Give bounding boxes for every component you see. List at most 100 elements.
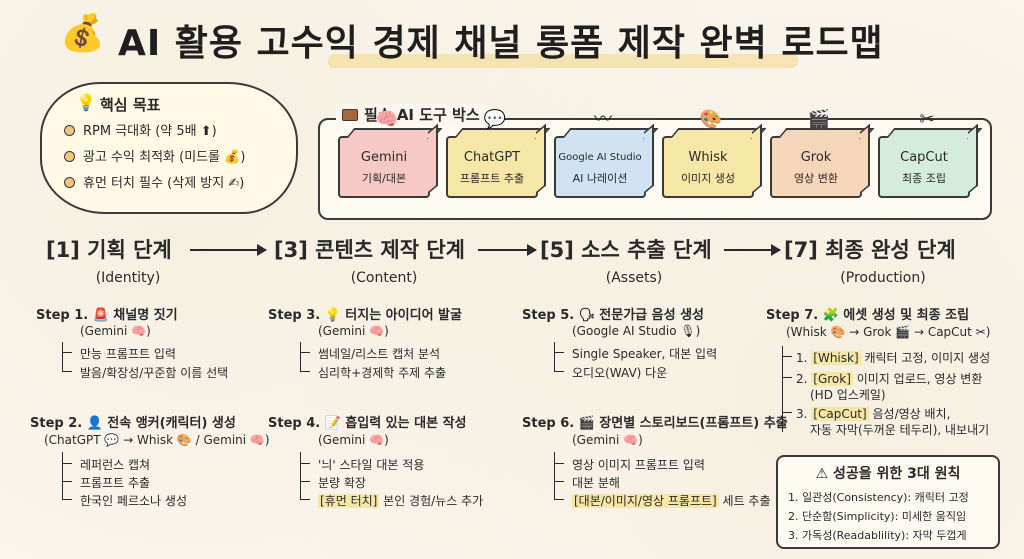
item-text: 캐릭터 고정, 이미지 생성 — [860, 351, 991, 365]
stage-arrow — [724, 244, 781, 256]
tool-role: AI 나레이션 — [572, 172, 628, 185]
stage-subtitle: (Content) — [350, 270, 418, 286]
tree-branch — [300, 499, 310, 500]
cube-side — [860, 123, 870, 194]
briefcase-icon — [342, 109, 358, 121]
stage-arrow — [190, 244, 267, 256]
step-name: 채널명 짓기 — [113, 308, 178, 323]
step-5-line: 오디오(WAV) 다운 — [572, 366, 668, 380]
tool-name: Grok — [800, 150, 832, 165]
speech-bubble-icon: 💬 — [483, 109, 507, 130]
tool-name: ChatGPT — [463, 150, 521, 165]
item-number: 3. — [796, 407, 808, 421]
tree-branch — [300, 371, 310, 372]
principle-item: 2. 단순함(Simplicity): 미세한 움직임 — [788, 510, 967, 523]
step-name: 에셋 생성 및 최종 조립 — [843, 308, 970, 323]
step-2-tool: (ChatGPT 💬 → Whisk 🎨 / Gemini 🧠) — [44, 433, 270, 447]
tool-card-gemini: 🧠 Gemini 기획/대본 — [338, 109, 443, 198]
step-2-title: Step 2. 👤 전속 앵커(캐릭터) 생성 — [30, 412, 236, 431]
principles-title: ⚠ 성공을 위한 3대 원칙 — [778, 463, 998, 483]
step-6-line: 영상 이미지 프롬프트 입력 — [572, 458, 705, 472]
stage-title: [1] 기획 단계 — [46, 238, 172, 262]
step-4-line: 분량 확장 — [318, 476, 366, 490]
tool-name: Gemini — [360, 150, 408, 165]
tree-branch — [782, 412, 792, 413]
tree-branch — [300, 481, 310, 482]
step-7-item: 1. [Whisk] 캐릭터 고정, 이미지 생성 — [796, 349, 990, 366]
tool-role: 이미지 생성 — [680, 172, 736, 185]
warning-icon: ⚠ — [815, 466, 829, 482]
item-number: 2. — [796, 372, 808, 386]
stage-arrow — [478, 244, 537, 256]
tree-branch — [62, 499, 72, 500]
speaking-head-icon: 🗣 — [578, 308, 596, 323]
highlight-tag: [대본/이미지/영상 프롬프트] — [572, 494, 719, 508]
step-6-line-text: 세트 추출 — [718, 494, 771, 508]
sound-wave-icon: 〰 — [594, 109, 612, 130]
step-1-line: 발음/확장성/꾸준함 이름 선택 — [80, 366, 229, 380]
item-number: 1. — [796, 351, 808, 365]
step-7-item: 3. [CapCut] 음성/영상 배치, — [796, 405, 950, 422]
step-label: Step 3. — [268, 308, 321, 323]
clapperboard-icon: 🎬 — [807, 109, 831, 130]
step-3-tool: (Gemini 🧠) — [318, 324, 389, 338]
tree-branch — [62, 371, 72, 372]
step-6-line: [대본/이미지/영상 프롬프트] 세트 추출 — [572, 492, 771, 509]
tool-role: 영상 변환 — [794, 172, 838, 185]
person-icon: 👤 — [86, 416, 103, 431]
step-name: 전문가급 음성 생성 — [599, 308, 705, 323]
tool-role: 최종 조립 — [902, 172, 946, 185]
cube-side — [752, 123, 762, 194]
goal-item: 휴먼 터치 필수 (삭제 방지 ✍) — [64, 172, 244, 191]
step-6-title: Step 6. 🎬 장면별 스토리보드(프롬프트) 추출 — [522, 412, 788, 431]
tree-branch — [62, 352, 72, 353]
step-2-line: 프롬프트 추출 — [80, 476, 151, 490]
step-label: Step 2. — [30, 416, 83, 431]
step-7-title: Step 7. 🧩 에셋 생성 및 최종 조립 — [766, 304, 969, 323]
step-1-line: 만능 프롬프트 입력 — [80, 347, 176, 361]
memo-icon: 📝 — [324, 416, 341, 431]
lightbulb-icon: 💡 — [76, 93, 96, 112]
item-text: 음성/영상 배치, — [868, 407, 951, 421]
step-4-line-text: 본인 경험/뉴스 추가 — [379, 494, 484, 508]
tool-role: 프롬프트 추출 — [459, 172, 525, 185]
title-bar: 💰 AI 활용 고수익 경제 채널 롱폼 제작 완벽 로드맵 — [60, 8, 960, 70]
tree-line — [554, 452, 555, 500]
step-1-title: Step 1. 🚨 채널명 짓기 — [36, 304, 178, 323]
tool-card-chatgpt: 💬 ChatGPT 프롬프트 추출 — [446, 109, 551, 198]
siren-icon: 🚨 — [92, 308, 109, 323]
item-text: 이미지 업로드, 영상 변환 — [852, 372, 983, 386]
tool-role: 기획/대본 — [361, 172, 407, 185]
step-label: Step 7. — [766, 308, 819, 323]
highlight-tag: [휴먼 터치] — [318, 494, 380, 508]
principle-item: 3. 가독성(Readablility): 자막 두껍게 — [788, 529, 967, 542]
step-5-title: Step 5. 🗣 전문가급 음성 생성 — [522, 304, 704, 323]
stage-title: [7] 최종 완성 단계 — [784, 238, 956, 262]
tool-card-capcut: ✂ CapCut 최종 조립 — [878, 109, 983, 198]
step-label: Step 4. — [268, 416, 321, 431]
tool-name: Whisk — [688, 150, 728, 165]
step-name: 장면별 스토리보드(프롬프트) 추출 — [599, 416, 788, 431]
highlight-tag: [Whisk] — [811, 351, 861, 365]
step-3-line: 썸네일/리스트 캡처 분석 — [318, 347, 441, 361]
step-name: 전속 앵커(캐릭터) 생성 — [107, 416, 236, 431]
cube-side — [428, 123, 438, 194]
principles-title-text: 성공을 위한 3대 원칙 — [833, 466, 961, 482]
tree-branch — [554, 352, 564, 353]
step-7-tool: (Whisk 🎨 → Grok 🎬 → CapCut ✂) — [786, 325, 991, 339]
tree-line — [554, 342, 555, 372]
step-6-tool: (Gemini 🧠) — [572, 433, 643, 447]
goal-item: 광고 수익 최적화 (미드롤 💰) — [64, 146, 245, 165]
tree-line — [62, 452, 63, 500]
step-3-line: 심리학+경제학 주제 추출 — [318, 366, 447, 380]
tool-card-google-ai-studio: 〰 Google AI Studio AI 나레이션 — [554, 109, 659, 198]
core-goal-cloud: 💡 핵심 목표 RPM 극대화 (약 5배 ⬆) 광고 수익 최적화 (미드롤 … — [40, 82, 298, 214]
stage-subtitle: (Production) — [840, 270, 926, 286]
step-7-item-cont: 자동 자막(두꺼운 테두리), 내보내기 — [810, 423, 990, 437]
stage-subtitle: (Identity) — [95, 270, 161, 286]
bullet-icon — [64, 177, 75, 188]
lightbulb-icon: 💡 — [324, 308, 341, 323]
tree-branch — [300, 352, 310, 353]
step-5-line: Single Speaker, 대본 입력 — [572, 347, 718, 361]
cube-side — [536, 123, 546, 194]
